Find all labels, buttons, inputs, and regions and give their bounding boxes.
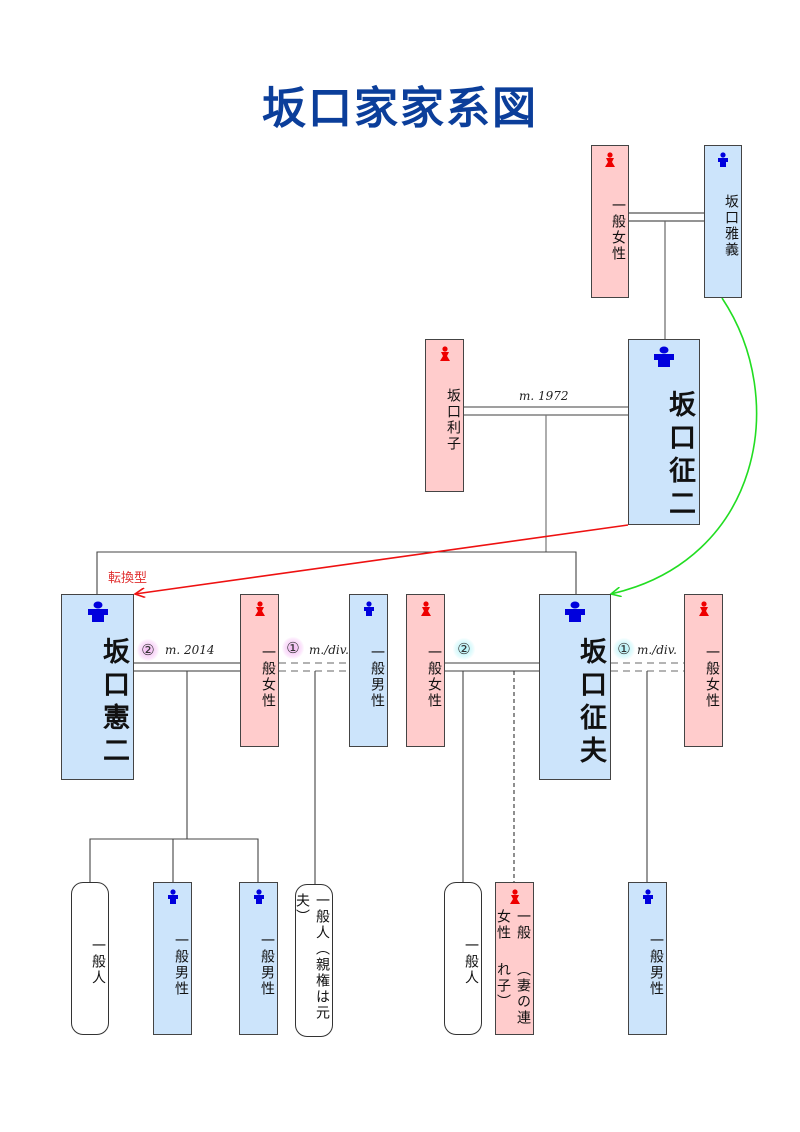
marriage-label-kenji-2: m. 2014 <box>165 643 215 657</box>
marriage-label-parents: m. 1972 <box>519 389 569 403</box>
person-name: 坂口憲二 <box>98 637 129 769</box>
male-icon <box>565 601 585 622</box>
person-name: 一般女性 <box>495 909 531 941</box>
person-name: 一般人 <box>463 938 479 986</box>
person-name: 一般男性 <box>173 933 189 997</box>
person-box-child1[interactable]: 一般人 <box>71 882 109 1035</box>
person-name: 一般女性 <box>260 645 276 709</box>
person-box-yukio[interactable]: 坂口征夫 <box>539 594 611 780</box>
person-box-yukio-wife-2[interactable]: 一般女性 <box>406 594 445 747</box>
person-box-grandfather[interactable]: 坂口雅義 <box>704 145 742 298</box>
female-icon <box>698 601 709 616</box>
male-icon <box>654 346 674 367</box>
person-box-child7[interactable]: 一般男性 <box>628 882 667 1035</box>
male-icon <box>167 889 178 904</box>
person-name: 一般女性 <box>610 198 626 262</box>
transfer-arrow <box>135 524 629 594</box>
marriage-order-marker: ① <box>282 637 304 659</box>
male-icon <box>718 152 728 167</box>
marriage-order-marker: ① <box>613 638 635 660</box>
female-icon <box>420 601 431 616</box>
person-name: 一般人（親権は元夫） <box>294 893 330 1021</box>
marriage-label-yukio-1: m./div. <box>637 643 677 657</box>
marriage-order-marker: ② <box>453 638 475 660</box>
sibling-bar <box>96 551 577 594</box>
person-box-kenji-wife[interactable]: 一般女性 <box>240 594 279 747</box>
person-box-mother[interactable]: 坂口利子 <box>425 339 464 492</box>
person-box-kenji[interactable]: 坂口憲二 <box>61 594 134 780</box>
person-name: 坂口雅義 <box>723 194 739 258</box>
female-icon <box>254 601 265 616</box>
person-name: 坂口征夫 <box>575 637 606 769</box>
person-box-child6[interactable]: 一般女性 （妻の連れ子） <box>495 882 534 1035</box>
person-name: 坂口利子 <box>445 388 461 452</box>
marriage-order-marker: ② <box>137 639 159 661</box>
person-box-grandmother[interactable]: 一般女性 <box>591 145 629 298</box>
person-name: 一般男性 <box>369 645 385 709</box>
marriage-line-parents <box>464 406 628 416</box>
male-icon <box>87 601 108 622</box>
person-name: 坂口征二 <box>664 390 695 522</box>
marriage-line-grandparents <box>629 212 704 222</box>
transfer-label: 転換型 <box>108 571 148 586</box>
person-box-child3[interactable]: 一般男性 <box>239 882 278 1035</box>
person-box-yukio-wife-1[interactable]: 一般女性 <box>684 594 723 747</box>
male-icon <box>253 889 264 904</box>
person-name: 一般女性 <box>704 645 720 709</box>
person-name: 一般男性 <box>648 933 664 997</box>
male-icon <box>642 889 653 904</box>
succession-arrow <box>611 297 758 594</box>
female-icon <box>605 152 615 167</box>
female-icon <box>509 889 520 904</box>
person-name: 一般人 <box>90 938 106 986</box>
person-box-child5[interactable]: 一般人 <box>444 882 482 1035</box>
person-box-father[interactable]: 坂口征二 <box>628 339 700 525</box>
person-box-child4[interactable]: 一般人（親権は元夫） <box>294 884 333 1037</box>
kenji-children-bar <box>89 838 259 882</box>
person-name: 一般女性 <box>426 645 442 709</box>
female-icon <box>439 346 450 361</box>
person-box-kenji-wife-ex[interactable]: 一般男性 <box>349 594 388 747</box>
page-title: 坂口家家系図 <box>262 83 538 134</box>
person-name: 一般男性 <box>259 933 275 997</box>
person-box-child2[interactable]: 一般男性 <box>153 882 192 1035</box>
marriage-line-kenji-wife-1 <box>279 662 349 672</box>
person-name-group: 一般女性 （妻の連れ子） <box>495 909 533 1034</box>
male-icon <box>363 601 374 616</box>
marriage-line-yukio-1 <box>611 662 684 672</box>
marriage-line-kenji-2 <box>134 662 240 672</box>
person-note: （妻の連れ子） <box>495 962 531 1027</box>
marriage-line-yukio-2 <box>444 662 539 672</box>
marriage-label-kenji-wife-1: m./div. <box>309 643 349 657</box>
